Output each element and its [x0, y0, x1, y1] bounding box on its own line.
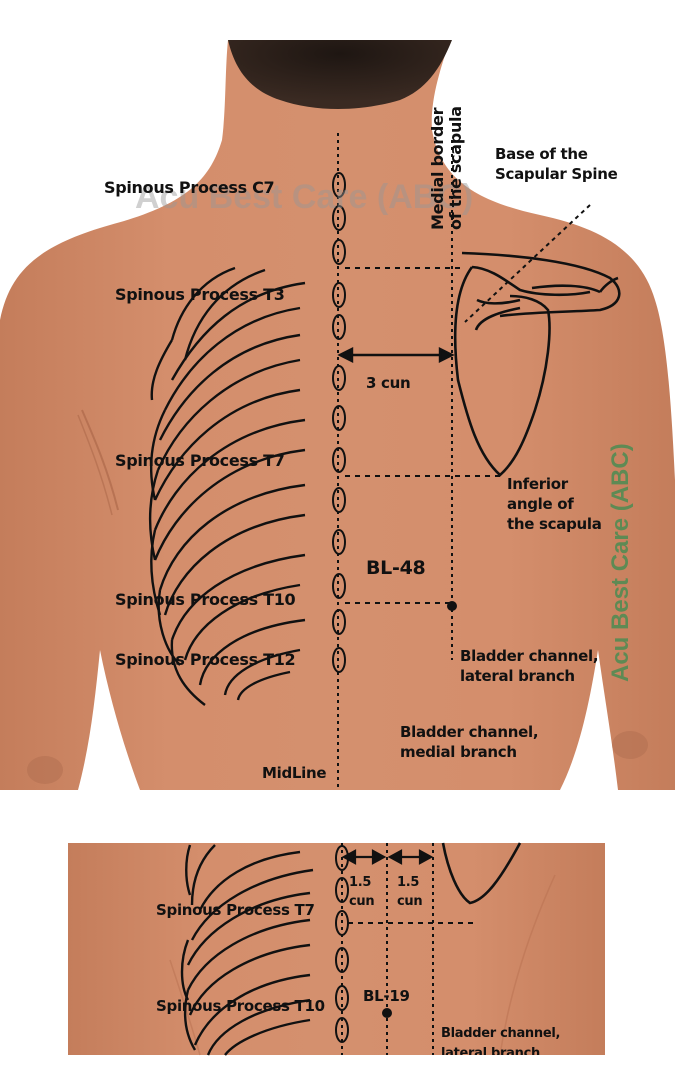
watermark-grey: Acu Best Care (ABC) [135, 178, 474, 216]
label-inferior-angle: Inferior angle of the scapula [507, 475, 602, 533]
bottom-body [68, 843, 605, 1056]
label-bottom-lateral-branch: Bladder channel, lateral branch [441, 1026, 561, 1055]
label-one-half-cun-left: 1.5 cun [349, 875, 375, 909]
bl48-point-marker [447, 601, 457, 611]
label-lateral-branch: Bladder channel, lateral branch [460, 647, 599, 685]
bl19-point-marker [382, 1008, 392, 1018]
label-medial-border: Medial border of the scapula [428, 106, 465, 230]
label-t3: Spinous Process T3 [115, 285, 285, 304]
vertebrae-top [332, 172, 346, 673]
label-c7: Spinous Process C7 [104, 178, 275, 197]
label-bottom-t7: Spinous Process T7 [156, 901, 315, 919]
scapula-tip-drawing [441, 842, 522, 905]
label-t12: Spinous Process T12 [115, 650, 296, 669]
label-bottom-t10: Spinous Process T10 [156, 997, 325, 1015]
label-midline: MidLine [262, 764, 327, 782]
label-bl48: BL-48 [366, 557, 426, 579]
rib-cage-drawing [148, 266, 306, 706]
label-one-half-cun-right: 1.5 cun [397, 875, 423, 909]
label-t7: Spinous Process T7 [115, 451, 285, 470]
label-three-cun: 3 cun [366, 374, 411, 392]
one-half-cun-arrows [341, 849, 434, 865]
watermark-green: Acu Best Care (ABC) [607, 443, 634, 682]
rib-cage-drawing-bottom [180, 844, 314, 1056]
three-cun-arrow [337, 347, 455, 363]
label-t10: Spinous Process T10 [115, 590, 296, 609]
label-bl19: BL-19 [363, 987, 410, 1005]
scapula-drawing [453, 251, 621, 477]
label-scapular-spine: Base of the Scapular Spine [495, 145, 618, 183]
label-medial-branch: Bladder channel, medial branch [400, 723, 539, 761]
